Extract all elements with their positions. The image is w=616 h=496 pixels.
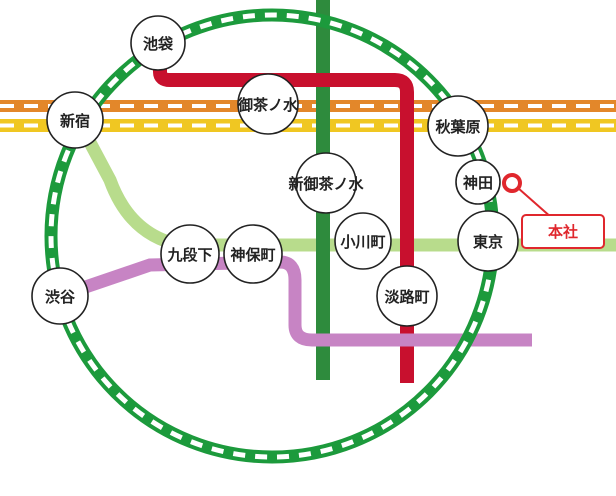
station-label: 池袋 (143, 35, 174, 53)
station-label: 東京 (473, 233, 503, 251)
hq-connector (517, 187, 553, 219)
station-label: 新宿 (60, 112, 90, 130)
station-label: 淡路町 (384, 288, 429, 306)
station-label: 神田 (463, 174, 493, 192)
station-kanda[interactable]: 神田 (455, 159, 501, 205)
station-label: 御茶ノ水 (237, 96, 299, 114)
station-shinjuku[interactable]: 新宿 (46, 91, 104, 149)
station-kudanshita[interactable]: 九段下 (160, 224, 220, 284)
station-label: 小川町 (340, 233, 385, 251)
station-jimbocho[interactable]: 神保町 (223, 224, 283, 284)
station-ikebukuro[interactable]: 池袋 (130, 15, 186, 71)
station-label: 九段下 (166, 246, 212, 264)
station-shin-ochanomizu[interactable]: 新御茶ノ水 (288, 152, 364, 214)
shinjuku-line (59, 255, 532, 347)
station-akihabara[interactable]: 秋葉原 (427, 95, 489, 157)
station-tokyo[interactable]: 東京 (457, 210, 519, 272)
station-ochanomizu[interactable]: 御茶ノ水 (237, 73, 299, 135)
station-label: 神保町 (230, 246, 275, 264)
hq-label[interactable]: 本社 (521, 214, 605, 249)
hq-label-text: 本社 (548, 223, 578, 241)
station-shibuya[interactable]: 渋谷 (31, 267, 89, 325)
station-awajicho[interactable]: 淡路町 (376, 265, 438, 327)
station-label: 新御茶ノ水 (288, 175, 364, 193)
station-label: 秋葉原 (435, 118, 480, 136)
station-ogawamachi[interactable]: 小川町 (334, 212, 392, 270)
location-ring-icon (502, 173, 522, 193)
station-label: 渋谷 (45, 288, 76, 306)
